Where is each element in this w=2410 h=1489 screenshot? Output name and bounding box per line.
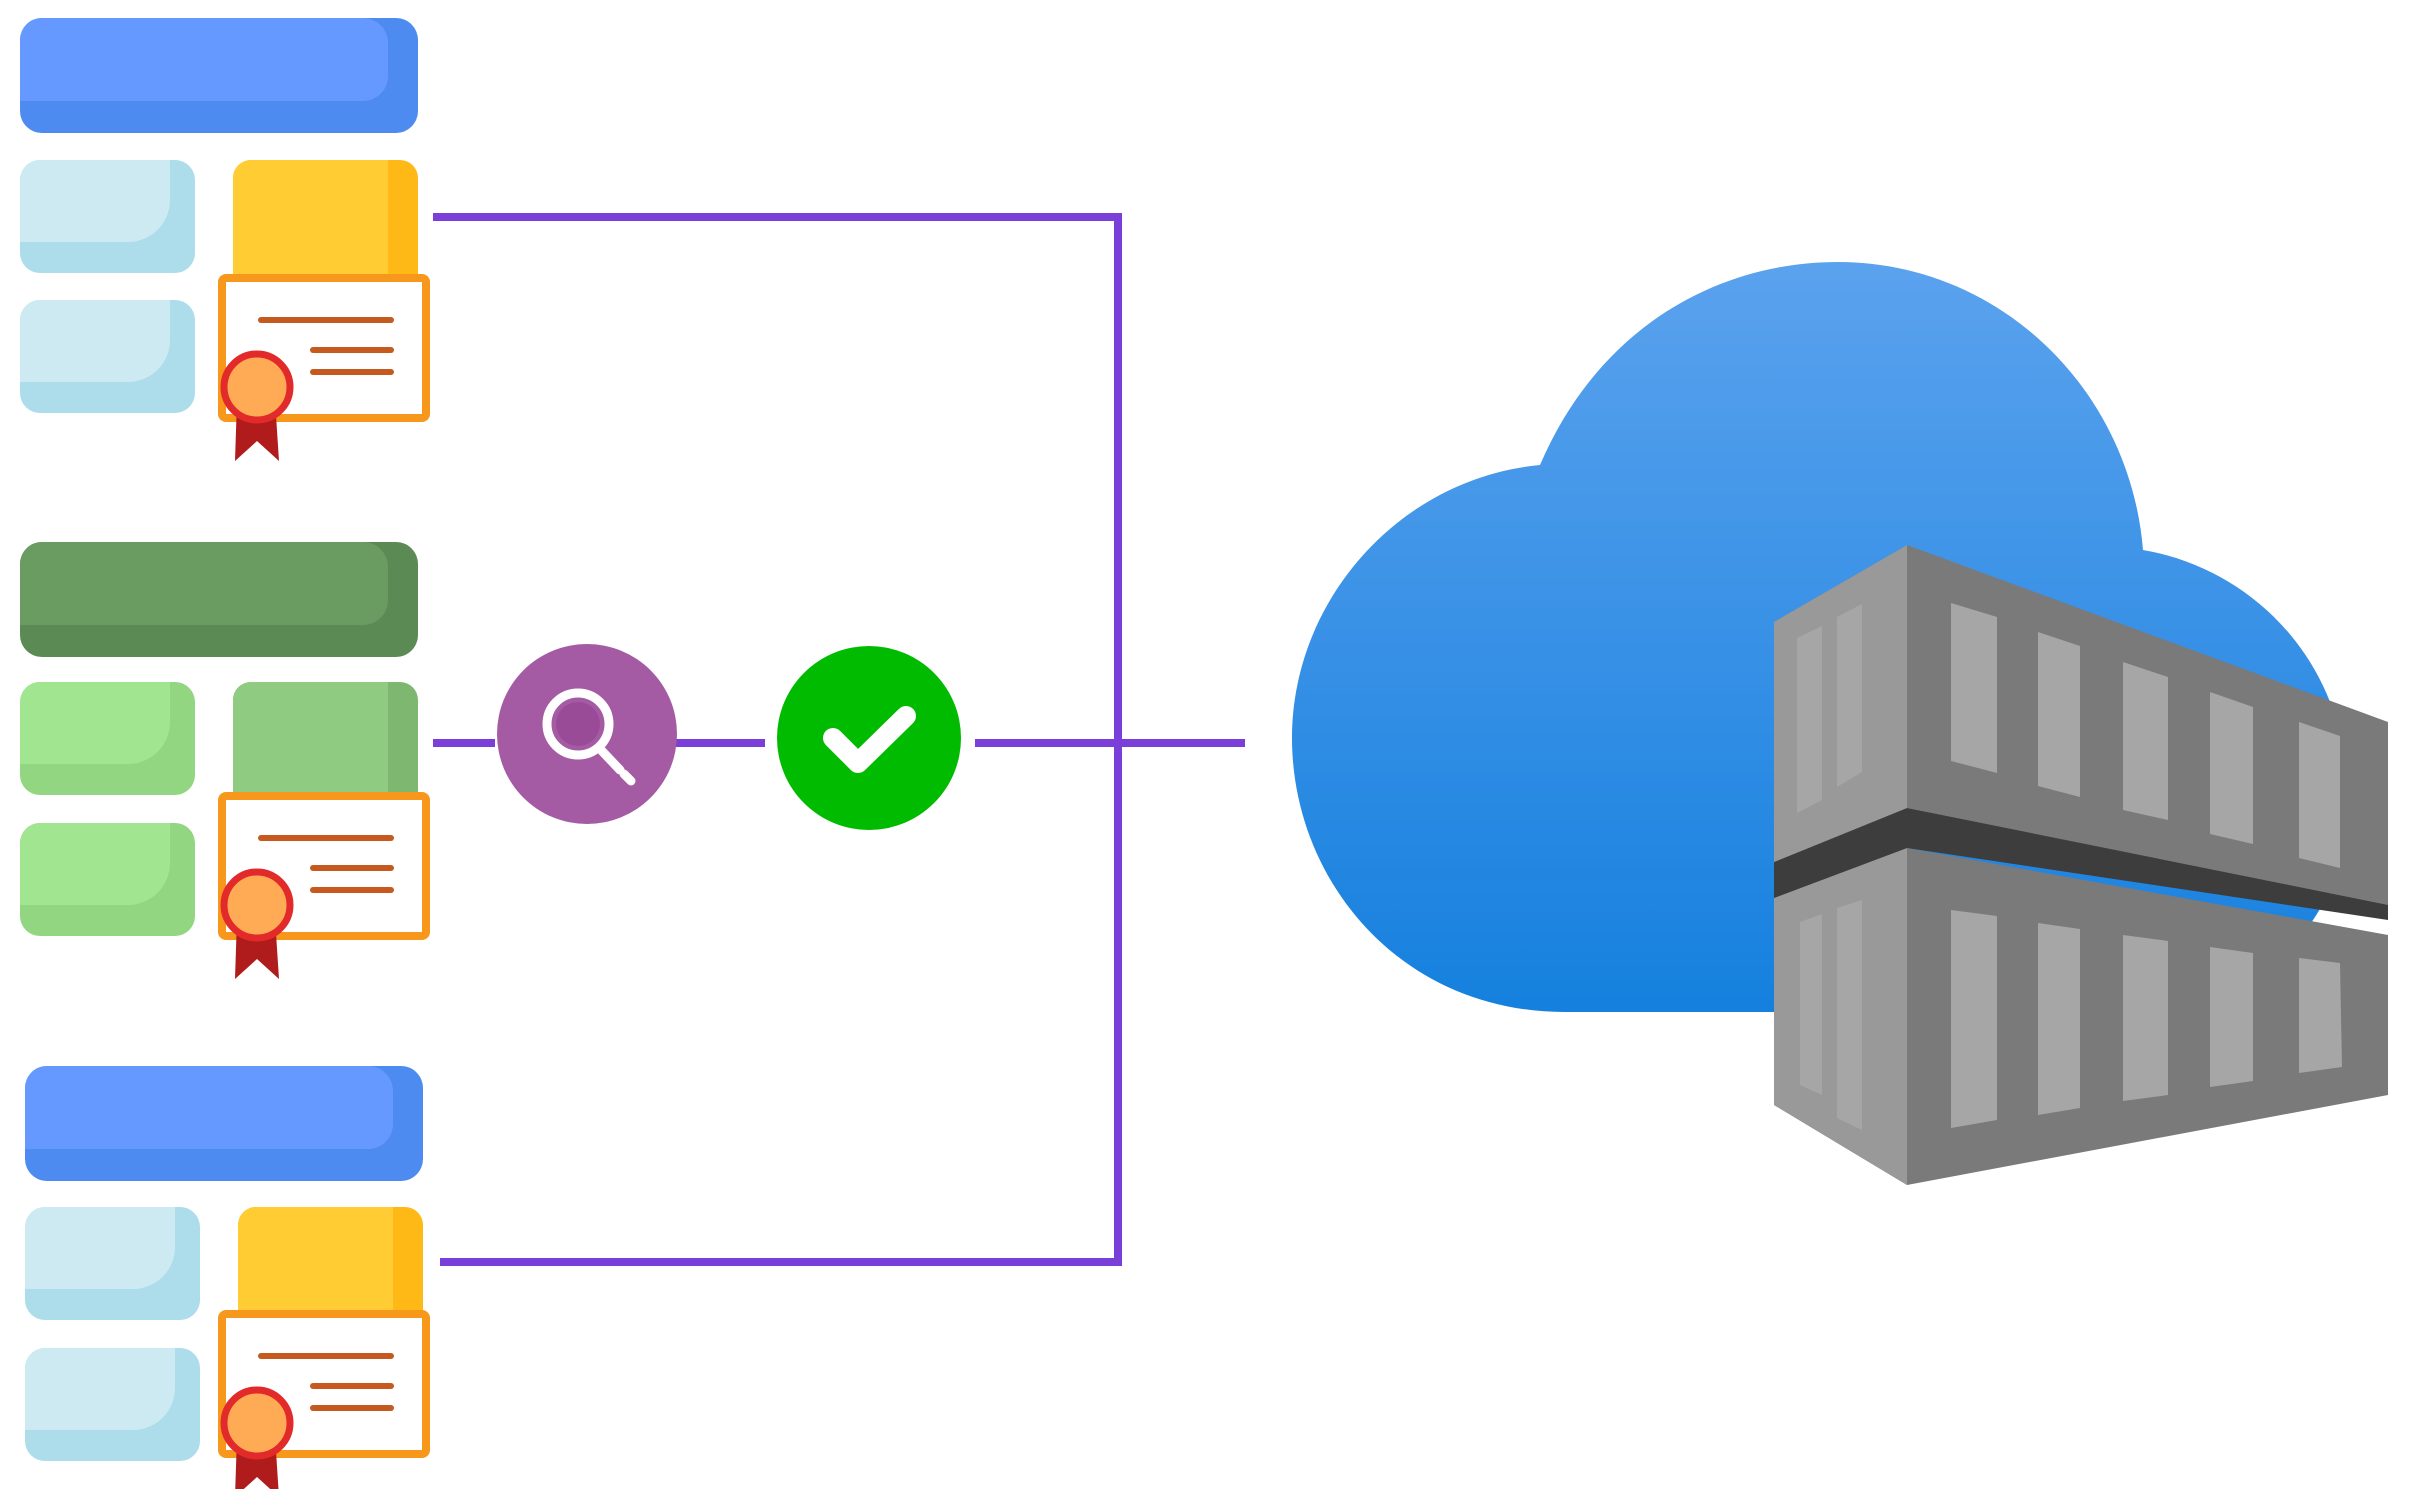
check-badge [777, 646, 961, 830]
certificate-icon [222, 278, 426, 461]
image-layer-light-1 [25, 1207, 200, 1320]
magnifier-icon [542, 688, 636, 786]
image-layer-top-bar [20, 18, 418, 133]
image-layer-yellow [233, 160, 418, 300]
image-layer-light-1 [20, 160, 195, 273]
container-bottom [1774, 848, 2388, 1185]
image-layer-green-2 [20, 823, 195, 936]
certificate-icon [222, 796, 426, 979]
container-image-middle [20, 542, 426, 979]
image-layer-green-3 [233, 682, 418, 822]
checkmark-icon [823, 706, 916, 773]
scan-step [497, 644, 677, 824]
image-layer-top-bar [25, 1066, 423, 1181]
image-layer-light-2 [20, 300, 195, 413]
image-layer-green-1 [20, 682, 195, 795]
verified-step [777, 646, 961, 830]
image-layer-light-2 [25, 1348, 200, 1461]
container-image-bottom [25, 1066, 426, 1489]
certificate-icon [222, 1314, 426, 1489]
cloud-container-registry-icon [1292, 262, 2388, 1185]
container-top [1774, 545, 2388, 905]
connector-lines [433, 213, 1245, 1266]
container-image-top [20, 18, 426, 461]
image-layer-green-bar [20, 542, 418, 657]
container-shadow [1774, 808, 2388, 920]
